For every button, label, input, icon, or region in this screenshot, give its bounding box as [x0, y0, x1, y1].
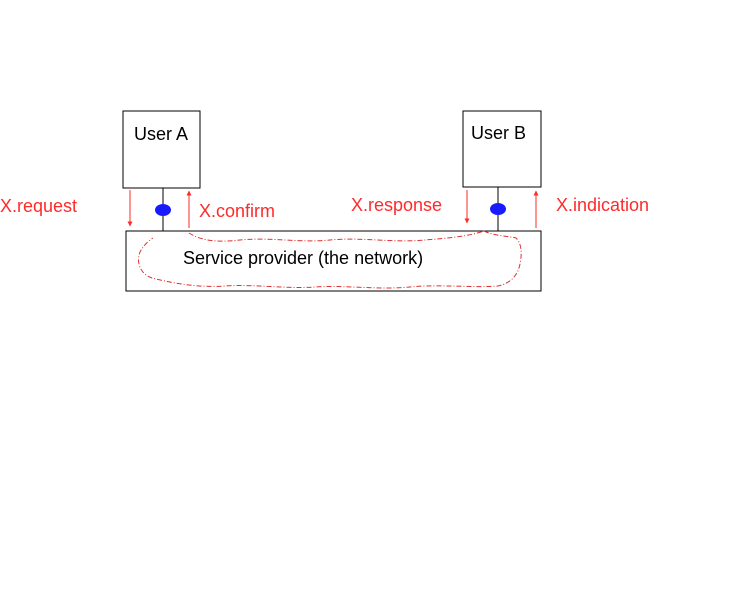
- user-a-access-point: [155, 204, 171, 216]
- network-node: Service provider (the network): [125, 230, 542, 292]
- network-label: Service provider (the network): [183, 248, 423, 268]
- request-label: X.request: [0, 196, 77, 216]
- user-b-access-point: [490, 203, 506, 215]
- user-b-label: User B: [471, 123, 526, 143]
- service-path: [138, 230, 522, 289]
- user-b-node: User B: [462, 110, 542, 188]
- confirm-label: X.confirm: [199, 201, 275, 221]
- user-a-label: User A: [134, 124, 188, 144]
- user-a-box: [122, 110, 201, 189]
- indication-label: X.indication: [556, 195, 649, 215]
- response-label: X.response: [351, 195, 442, 215]
- network-box: [125, 230, 542, 292]
- user-b-box: [462, 110, 542, 188]
- user-a-node: User A: [122, 110, 201, 189]
